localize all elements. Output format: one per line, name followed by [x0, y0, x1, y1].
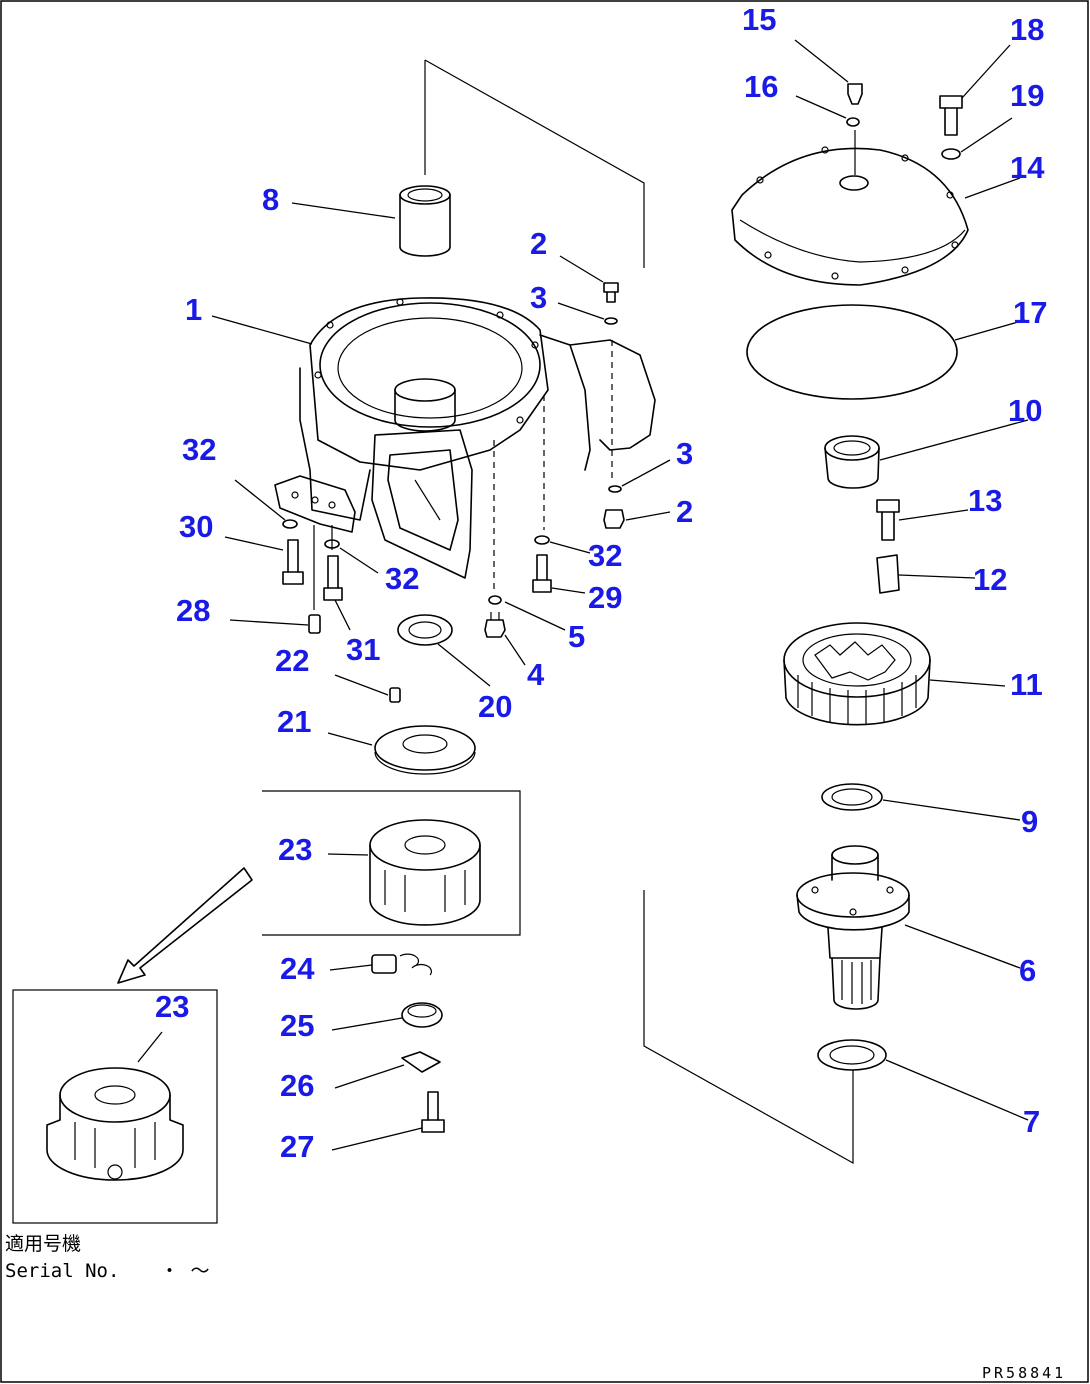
part-27-bolt — [421, 1091, 445, 1133]
callout-28: 28 — [176, 593, 210, 628]
callout-23: 23 — [278, 832, 312, 867]
part-24-shaft-and-clip — [371, 953, 433, 976]
callout-25: 25 — [280, 1008, 314, 1043]
callout-10: 10 — [1008, 393, 1042, 428]
part-26-lock-plate — [401, 1051, 441, 1073]
callout-19: 19 — [1010, 78, 1044, 113]
callout-20: 20 — [478, 689, 512, 724]
part-23-carrier — [262, 790, 521, 936]
part-21-thrust-washer — [374, 725, 476, 775]
callout-17: 17 — [1013, 295, 1047, 330]
part-6-shaft — [796, 845, 910, 1010]
callout-23: 23 — [155, 989, 189, 1024]
assembly-guide-lines — [313, 59, 856, 1165]
callout-7: 7 — [1023, 1104, 1040, 1139]
part-17-oring — [746, 304, 958, 400]
callout-8: 8 — [262, 182, 279, 217]
part-14-cover — [731, 146, 969, 286]
drawing-code: PR58841 — [982, 1364, 1066, 1382]
callout-4: 4 — [527, 657, 545, 692]
callout-16: 16 — [744, 69, 778, 104]
callout-26: 26 — [280, 1068, 314, 1103]
callout-11: 11 — [1010, 667, 1043, 702]
callout-12: 12 — [973, 562, 1007, 597]
serial-range: ・ ～ — [160, 1260, 209, 1282]
part-9-seal — [821, 783, 883, 811]
callout-24: 24 — [280, 951, 315, 986]
serial-label-en: Serial No. — [5, 1260, 119, 1282]
callout-2: 2 — [530, 226, 547, 261]
callouts: 1 2 2 3 3 4 5 6 7 8 9 10 11 12 13 14 15 … — [155, 2, 1047, 1164]
callout-13: 13 — [968, 483, 1002, 518]
part-20-seal — [397, 614, 453, 646]
part-25-cap — [401, 1002, 443, 1028]
callout-32: 32 — [385, 561, 419, 596]
part-3-oring-upper — [604, 317, 618, 325]
callout-21: 21 — [277, 704, 311, 739]
part-32-washer — [282, 519, 550, 549]
callout-18: 18 — [1010, 12, 1044, 47]
serial-number-block: 適用号機 Serial No. ・ ～ — [5, 1233, 209, 1282]
part-23-carrier-detail — [12, 989, 218, 1224]
part-13-bolt — [876, 499, 900, 541]
part-18-bolt — [939, 95, 963, 136]
callout-5: 5 — [568, 619, 585, 654]
part-2-plug-lower — [603, 509, 625, 529]
callout-32: 32 — [182, 432, 216, 467]
part-31-bolt — [323, 555, 343, 601]
part-1-housing — [274, 297, 656, 579]
callout-2: 2 — [676, 494, 693, 529]
callout-14: 14 — [1010, 150, 1045, 185]
part-22-pin — [389, 687, 401, 703]
part-16-oring — [846, 117, 860, 127]
callout-3: 3 — [530, 280, 547, 315]
part-12-lock-plate — [876, 554, 900, 594]
serial-label-jp: 適用号機 — [5, 1233, 81, 1255]
part-11-ring-gear — [783, 622, 931, 726]
callout-22: 22 — [275, 643, 309, 678]
part-2-plug-upper — [603, 282, 619, 303]
part-28-pin — [308, 614, 321, 634]
callout-32: 32 — [588, 538, 622, 573]
callout-6: 6 — [1019, 953, 1036, 988]
callout-9: 9 — [1021, 804, 1038, 839]
part-30-bolt — [282, 539, 304, 585]
callout-30: 30 — [179, 509, 213, 544]
callout-29: 29 — [588, 580, 622, 615]
part-10-spacer — [824, 435, 880, 489]
part-4-plug — [484, 612, 506, 638]
part-5-oring — [488, 595, 502, 605]
leader-lines — [137, 39, 1029, 1151]
part-15-plug — [847, 83, 863, 105]
part-8-bushing — [399, 185, 451, 257]
callout-3: 3 — [676, 436, 693, 471]
part-7-seal — [817, 1039, 887, 1071]
callout-1: 1 — [185, 292, 202, 327]
callout-15: 15 — [742, 2, 776, 37]
part-19-washer — [941, 148, 961, 160]
detail-arrow — [117, 867, 253, 984]
part-29-bolt — [532, 554, 552, 593]
callout-27: 27 — [280, 1129, 314, 1164]
callout-31: 31 — [346, 632, 380, 667]
part-3-oring-lower — [608, 485, 622, 493]
